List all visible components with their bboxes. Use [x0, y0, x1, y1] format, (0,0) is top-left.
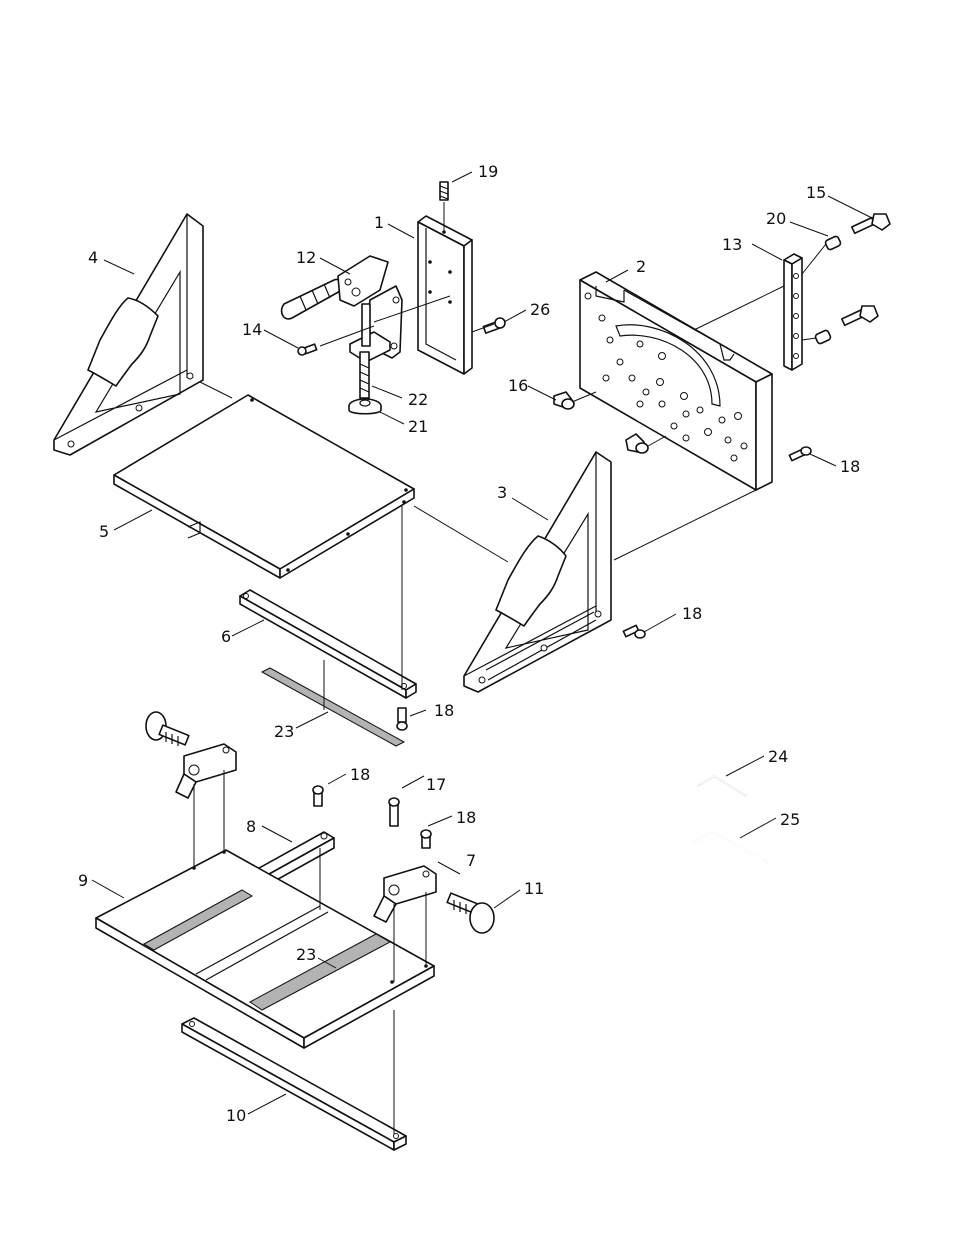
screw-14 — [298, 344, 317, 355]
toggle-clamp — [282, 256, 402, 362]
callout-21: 21 — [408, 417, 428, 436]
screw-26 — [483, 318, 505, 333]
screw-15-lower — [842, 306, 878, 325]
callout-18-bar8: 18 — [350, 765, 370, 784]
callout-23-upper: 23 — [274, 722, 294, 741]
callout-11: 11 — [524, 879, 544, 898]
callout-5: 5 — [99, 522, 109, 541]
screw-18-bar8 — [313, 786, 323, 806]
knob-lower — [447, 893, 494, 933]
callout-18-frame: 18 — [682, 604, 702, 623]
callout-12: 12 — [296, 248, 316, 267]
screw-18-right-frame — [623, 625, 645, 638]
callout-17: 17 — [426, 775, 446, 794]
table-top — [114, 395, 414, 578]
side-frame-right — [464, 452, 611, 692]
fence-bracket — [784, 254, 802, 370]
callout-23-lower: 23 — [296, 945, 316, 964]
callout-16: 16 — [508, 376, 528, 395]
callout-18-crossbar: 18 — [434, 701, 454, 720]
wing-nut-upper — [554, 392, 574, 409]
clamp-mount-block — [418, 216, 472, 374]
screw-19 — [440, 182, 448, 200]
clamp-spindle — [360, 352, 369, 398]
screw-18-crossbar — [397, 708, 407, 730]
callout-18-fence: 18 — [840, 457, 860, 476]
callout-8: 8 — [246, 817, 256, 836]
callout-19: 19 — [478, 162, 498, 181]
hex-key-small — [698, 776, 746, 796]
knob-upper — [146, 712, 189, 746]
callout-4: 4 — [88, 248, 98, 267]
callout-2: 2 — [636, 257, 646, 276]
callout-15: 15 — [806, 183, 826, 202]
hex-key-large — [694, 832, 768, 862]
callout-20: 20 — [766, 209, 786, 228]
callout-13: 13 — [722, 235, 742, 254]
callout-10: 10 — [226, 1106, 246, 1125]
spacer-20-upper — [825, 236, 842, 251]
callout-14: 14 — [242, 320, 262, 339]
clamp-block-upper — [176, 744, 236, 798]
spacer-20-lower — [815, 330, 832, 345]
clamp-pad — [349, 399, 381, 414]
side-frame-left — [54, 214, 203, 455]
fence-plate — [580, 272, 772, 490]
callout-25: 25 — [780, 810, 800, 829]
callout-1: 1 — [374, 213, 384, 232]
callout-26: 26 — [530, 300, 550, 319]
callout-9: 9 — [78, 871, 88, 890]
callout-24: 24 — [768, 747, 788, 766]
callout-6: 6 — [221, 627, 231, 646]
clamp-block-lower — [374, 866, 436, 922]
callout-18-block7: 18 — [456, 808, 476, 827]
screw-18-block7 — [421, 830, 431, 848]
screw-17 — [389, 798, 399, 826]
screw-18-fence — [789, 447, 811, 461]
callout-22: 22 — [408, 390, 428, 409]
callout-3: 3 — [497, 483, 507, 502]
wing-nut-lower — [626, 434, 648, 453]
callout-7: 7 — [466, 851, 476, 870]
cross-bar-6 — [240, 590, 416, 698]
